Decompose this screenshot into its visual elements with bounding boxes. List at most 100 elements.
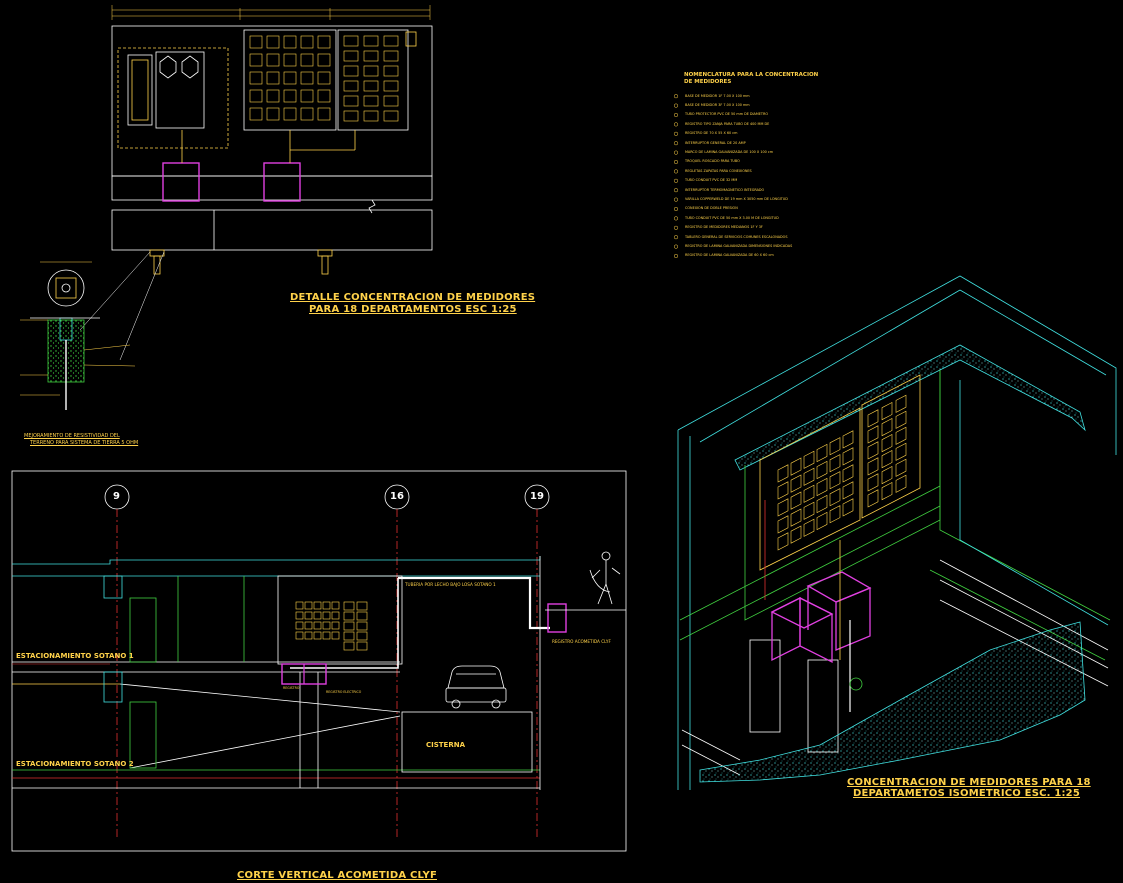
meter-cell [266,89,280,103]
nomenclature-item: CONEXION DE DOBLE PRESION [685,206,738,211]
meter-cell [881,402,893,421]
nomenclature-item: TROQUEL ROSCADO PARA TUBO [685,159,740,164]
meter-cell [356,631,368,641]
meter-cell [356,611,368,621]
meter-cell [249,89,263,103]
nomenclature-title-line2: DE MEDIDORES [684,79,732,85]
meter-cell [790,474,802,493]
nomenclature-item: REGISTRO DE LAMINA GALVANIZADA DE 60 X 6… [685,253,774,258]
nomenclature-bullet [673,141,679,146]
meter-cell [790,457,802,476]
meter-cell [343,611,355,621]
meter-cell [295,601,304,610]
meter-cell [331,621,340,630]
meter-cell [295,631,304,640]
meter-cell [304,601,313,610]
nomenclature-item: REGISTRO DE MEDIDORES MEDIANOS 1F Y 3F [685,225,763,230]
meter-cell [383,50,399,62]
meter-cell [313,631,322,640]
meter-cell [343,35,359,47]
meter-cell [842,447,854,466]
electric-register-label: REGISTRO ELECTRICO [326,690,362,694]
nomenclature-bullet [673,244,679,249]
meter-cell [343,641,355,651]
meter-cell [829,454,841,473]
meter-cell [881,418,893,437]
meter-cell [803,450,815,469]
meter-cell [343,601,355,611]
meter-cell [249,107,263,121]
meter-cell [304,611,313,620]
meter-cell [300,53,314,67]
nomenclature-item: MARCO DE LAMINA GALVANIZADA DE 100 X 100… [685,149,774,154]
meter-grid-isometric [777,394,907,551]
section-title: CORTE VERTICAL ACOMETIDA CLYF [237,870,437,881]
meter-cell [363,65,379,77]
cistern-label: CISTERNA [426,741,466,749]
nomenclature-bullet [673,225,679,230]
meter-cell [322,611,331,620]
meter-cell [867,457,879,476]
nomenclature-bullet [673,253,679,259]
meter-cell [895,410,907,429]
meter-cell [363,80,379,92]
plan-detail [79,5,433,361]
meter-cell [383,80,399,92]
meter-cell [283,35,297,49]
nomenclature-bullet [673,131,679,136]
meter-cell [304,621,313,630]
nomenclature-bullet [673,206,679,212]
meter-cell [790,525,802,544]
meter-cell [383,65,399,77]
meter-cell [829,437,841,456]
nomenclature-bullet [673,112,679,118]
meter-cell [777,532,789,551]
nomenclature-item: REGISTRO TIPO ZANJA PARA TUBO DE 400 MM … [685,121,770,126]
meter-cell [881,482,893,501]
ground-rod-detail [20,261,136,410]
nomenclature-bullet [673,197,679,202]
meter-cell [895,458,907,477]
meter-cell [842,464,854,483]
meter-cell [842,498,854,517]
meter-cell [343,621,355,631]
meter-cell [283,53,297,67]
meter-cell [363,50,379,62]
meter-cell [803,467,815,486]
nomenclature-bullets [673,94,679,259]
meter-cell [266,107,280,121]
nomenclature-bullet [673,103,679,108]
nomenclature-item: TABLERO GENERAL DE SERVICIOS COMUNES ESC… [685,234,788,239]
register-acometida-label: REGISTRO ACOMETIDA CLYF [552,639,611,644]
meter-cell [283,71,297,85]
meter-cell [300,35,314,49]
meter-cell [317,89,331,103]
nomenclature-bullet [673,122,679,127]
nomenclature-bullet [673,159,679,165]
meter-cell [322,621,331,630]
meter-cell [816,477,828,497]
plan-title-line1: DETALLE CONCENTRACION DE MEDIDORES [290,292,536,303]
meter-cell [343,631,355,641]
meter-cell [295,621,304,630]
meter-cell [816,511,828,531]
meter-cell [816,443,828,463]
meter-cell [803,484,815,503]
meter-cell [266,71,280,85]
meter-cell [313,601,322,610]
nomenclature-item: TUBO CONDUIT PVC DE 50 mm X 3.00 M DE LO… [685,215,779,220]
nomenclature-item: TUBO CONDUIT PVC DE 32 MM [685,178,738,183]
meter-cell [283,107,297,121]
meter-cell [816,460,828,480]
meter-cell [790,508,802,527]
meter-cell [343,65,359,77]
meter-cell [317,107,331,121]
meter-cell [777,481,789,500]
meter-cell [356,641,368,651]
iso-title-line2: DEPARTAMETOS ISOMETRICO ESC. 1:25 [853,788,1081,799]
meter-cell [867,409,879,428]
axis-label-9: 9 [113,491,120,502]
nomenclature-item: REGISTRO DE 70 X 55 X 60 cm [685,131,738,136]
meter-cell [881,434,893,453]
meter-cell [777,515,789,534]
